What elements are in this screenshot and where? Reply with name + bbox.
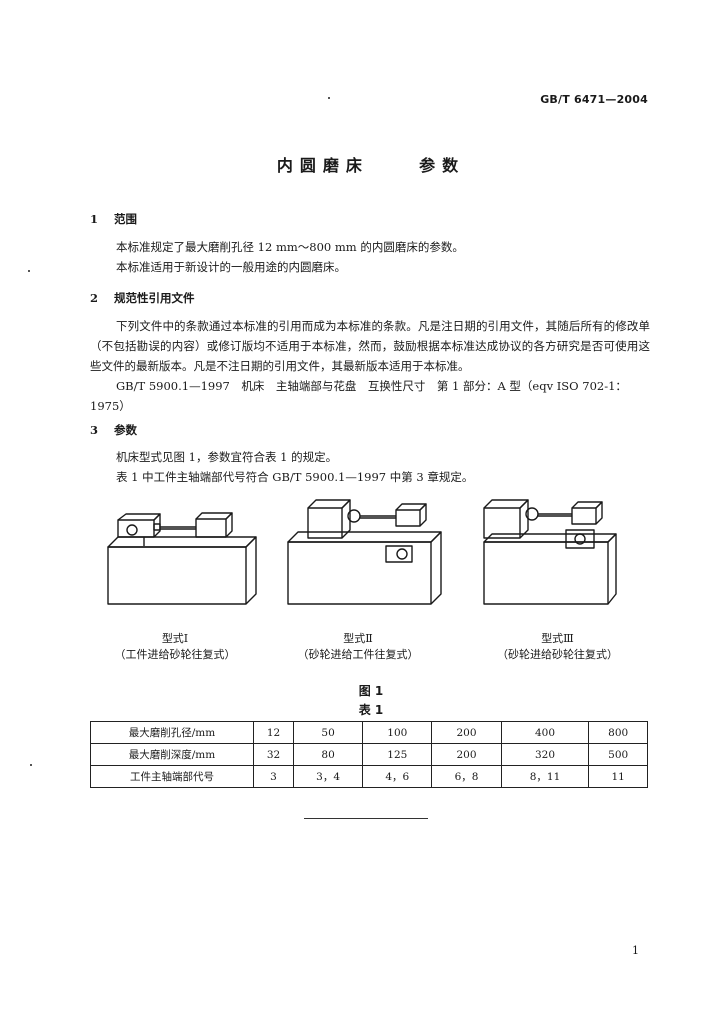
row-label: 工件主轴端部代号 [90,765,254,788]
table-cell: 100 [362,721,433,744]
table-cell: 500 [588,743,648,766]
type-3-description: （砂轮进给砂轮往复式） [497,648,618,661]
scan-speck [28,270,30,272]
type-1-description: （工件进给砂轮往复式） [114,648,236,661]
section-1-paragraph-2: 本标准适用于新设计的一般用途的内圆磨床。 [116,260,346,274]
parameter-table: 最大磨削孔径/mm 12 50 100 200 400 800 最大磨削深度/m… [90,721,648,788]
section-3-paragraph-2: 表 1 中工件主轴端部代号符合 GB/T 5900.1—1997 中第 3 章规… [116,470,474,484]
type-2-description: （砂轮进给工件往复式） [297,648,419,661]
figure-type-2-caption: 型式Ⅱ （砂轮进给工件往复式） [283,631,433,663]
table-cell: 32 [253,743,294,766]
machine-type-2-drawing [287,499,442,605]
scan-speck [30,764,32,766]
table-cell: 125 [362,743,433,766]
table-row: 最大磨削孔径/mm 12 50 100 200 400 800 [90,721,648,744]
section-2-heading: 2 规范性引用文件 [90,290,195,306]
table-cell: 50 [292,721,364,744]
table-cell: 3 [253,765,294,788]
table-cell: 12 [253,721,294,744]
document-title: 内圆磨床 参数 [276,156,466,175]
table-row: 工件主轴端部代号 3 3，4 4，6 6，8 8，11 11 [90,765,648,788]
type-3-name: 型式Ⅲ [541,632,574,645]
table-row: 最大磨削深度/mm 32 80 125 200 320 500 [90,743,648,766]
section-3-heading: 3 参数 [90,422,137,438]
machine-type-3-drawing [483,499,617,605]
section-number: 2 [90,291,99,305]
figure-type-1-caption: 型式Ⅰ （工件进给砂轮往复式） [100,631,250,663]
table-cell: 8，11 [500,765,590,788]
table-caption: 表 1 [358,703,384,717]
section-1-paragraph-1: 本标准规定了最大磨削孔径 12 mm～800 mm 的内圆磨床的参数。 [116,240,464,254]
figure-type-3-caption: 型式Ⅲ （砂轮进给砂轮往复式） [480,631,635,663]
row-label: 最大磨削孔径/mm [90,721,254,744]
machine-type-drawings [107,499,617,605]
section-3-paragraph-1: 机床型式见图 1，参数宜符合表 1 的规定。 [116,450,338,464]
table-cell: 4，6 [362,765,433,788]
section-number: 3 [90,423,99,437]
table-cell: 80 [292,743,364,766]
table-cell: 800 [588,721,648,744]
section-number: 1 [90,212,99,226]
page-number: 1 [632,944,639,957]
table-cell: 11 [588,765,648,788]
section-title: 参数 [114,423,137,437]
figure-machine-types [96,490,626,630]
section-title: 规范性引用文件 [114,291,195,305]
table-cell: 200 [431,743,502,766]
section-1-heading: 1 范围 [90,211,137,227]
section-title: 范围 [114,212,137,226]
standard-number: GB/T 6471—2004 [540,93,648,106]
section-2-reference: GB/T 5900.1—1997 机床 主轴端部与花盘 互换性尺寸 第 1 部分… [90,379,627,413]
scan-speck [328,97,330,99]
table-cell: 320 [500,743,590,766]
table-cell: 3，4 [292,765,364,788]
type-1-name: 型式Ⅰ [161,632,189,645]
end-rule [304,818,428,819]
machine-type-1-drawing [107,512,257,605]
figure-caption: 图 1 [358,684,384,698]
table-cell: 200 [431,721,502,744]
table-cell: 400 [500,721,590,744]
row-label: 最大磨削深度/mm [90,743,254,766]
type-2-name: 型式Ⅱ [343,632,373,645]
table-cell: 6，8 [431,765,502,788]
section-2-paragraph-1: 下列文件中的条款通过本标准的引用而成为本标准的条款。凡是注日期的引用文件，其随后… [90,319,650,373]
